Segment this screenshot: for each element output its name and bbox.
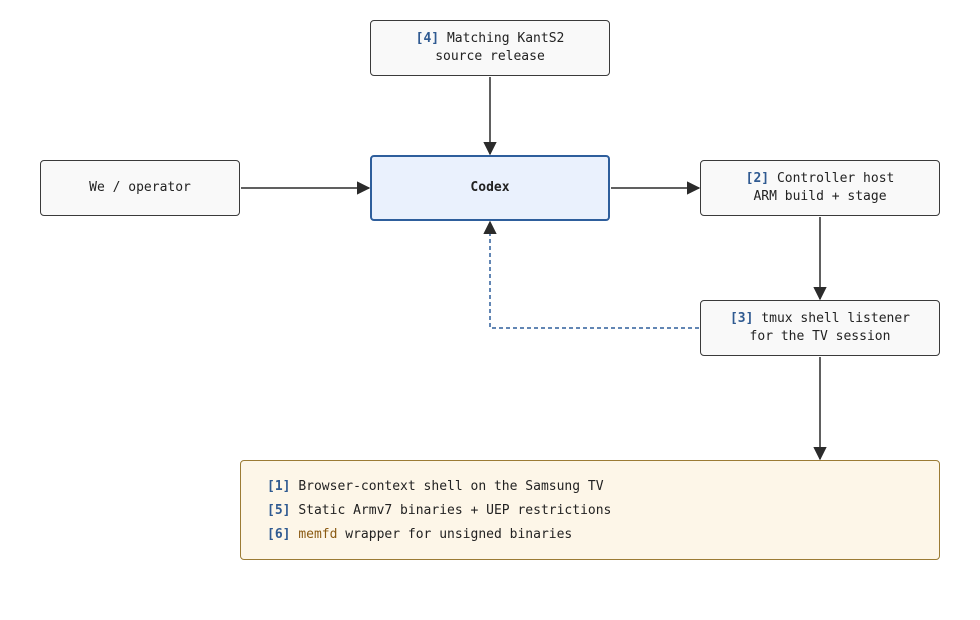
node-label-line1: Matching KantS2 bbox=[446, 31, 565, 46]
node-label-line2: ARM build + stage bbox=[753, 189, 887, 204]
node-label-line1: Controller host bbox=[776, 171, 895, 186]
note-line: [5] Static Armv7 binaries + UEP restrict… bbox=[267, 499, 913, 523]
note-term: memfd bbox=[298, 527, 338, 542]
note-line: [1] Browser-context shell on the Samsung… bbox=[267, 475, 913, 499]
note-text: Browser-context shell on the Samsung TV bbox=[298, 479, 604, 494]
node-label: We / operator bbox=[89, 180, 191, 195]
ref-tag: [5] bbox=[267, 503, 291, 518]
ref-tag: [1] bbox=[267, 479, 291, 494]
node-label-line1: tmux shell listener bbox=[761, 311, 911, 326]
note-text: wrapper for unsigned binaries bbox=[337, 527, 573, 542]
node-source-release: [4] Matching KantS2 source release bbox=[370, 20, 610, 76]
notes-box: [1] Browser-context shell on the Samsung… bbox=[240, 460, 940, 560]
note-line: [6] memfd wrapper for unsigned binaries bbox=[267, 523, 913, 547]
ref-tag: [3] bbox=[729, 311, 754, 326]
node-operator: We / operator bbox=[40, 160, 240, 216]
note-text: Static Armv7 binaries + UEP restrictions bbox=[298, 503, 612, 518]
node-tmux-listener: [3] tmux shell listener for the TV sessi… bbox=[700, 300, 940, 356]
ref-tag: [4] bbox=[415, 31, 440, 46]
node-label-line2: for the TV session bbox=[749, 329, 891, 344]
node-label: Codex bbox=[470, 180, 510, 195]
node-label-line2: source release bbox=[435, 49, 545, 64]
ref-tag: [2] bbox=[745, 171, 770, 186]
ref-tag: [6] bbox=[267, 527, 291, 542]
node-controller-host: [2] Controller host ARM build + stage bbox=[700, 160, 940, 216]
edge-listener-feedback-to-codex bbox=[483, 220, 699, 329]
node-codex: Codex bbox=[370, 155, 610, 221]
